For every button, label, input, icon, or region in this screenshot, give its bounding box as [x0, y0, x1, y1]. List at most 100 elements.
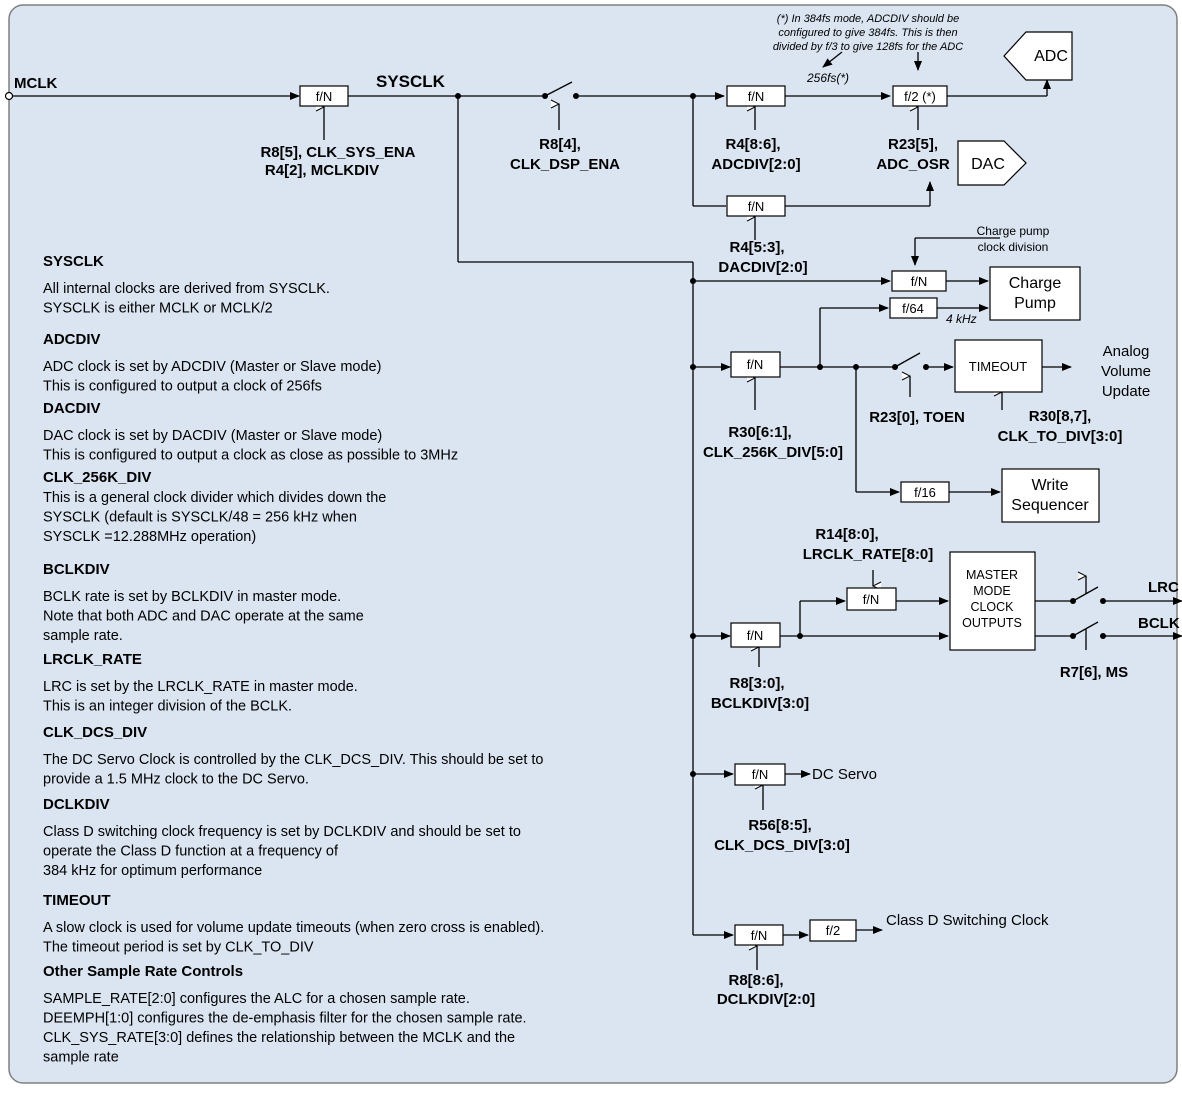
svg-text:ADCDIV[2:0]: ADCDIV[2:0] — [711, 156, 800, 173]
svg-text:Volume: Volume — [1101, 363, 1151, 380]
bclk-label: BCLK — [1138, 615, 1180, 632]
svg-text:ADC_OSR: ADC_OSR — [876, 156, 950, 173]
description-title: SYSCLK — [43, 253, 104, 270]
description-line: SAMPLE_RATE[2:0] configures the ALC for … — [43, 991, 470, 1007]
description-line: A slow clock is used for volume update t… — [43, 920, 544, 936]
description-title: DCLKDIV — [43, 796, 110, 813]
description-line: All internal clocks are derived from SYS… — [43, 281, 330, 297]
svg-text:f/N: f/N — [748, 199, 765, 214]
mclk-divider: f/N — [300, 86, 348, 106]
svg-text:f/N: f/N — [747, 628, 764, 643]
svg-text:Charge: Charge — [1009, 275, 1062, 292]
svg-text:f/N: f/N — [316, 89, 333, 104]
description-line: The timeout period is set by CLK_TO_DIV — [43, 940, 314, 956]
svg-text:configured to give 384fs. This: configured to give 384fs. This is then — [778, 27, 957, 39]
description-line: sample rate — [43, 1050, 119, 1066]
class-d-f2-divider: f/2 — [810, 920, 856, 941]
master-mode-block: MASTER MODE CLOCK OUTPUTS — [950, 552, 1035, 650]
register-label-ms: R7[6], MS — [1060, 664, 1128, 681]
svg-text:(*) In 384fs mode, ADCDIV shou: (*) In 384fs mode, ADCDIV should be — [777, 13, 959, 25]
description-line: SYSCLK =12.288MHz operation) — [43, 529, 256, 545]
svg-text:DAC: DAC — [971, 156, 1005, 173]
svg-text:LRCLK_RATE[8:0]: LRCLK_RATE[8:0] — [803, 546, 934, 563]
description-line: The DC Servo Clock is controlled by the … — [43, 752, 544, 768]
svg-text:Pump: Pump — [1014, 295, 1056, 312]
svg-text:f/16: f/16 — [914, 485, 936, 500]
svg-text:R30[6:1],: R30[6:1], — [728, 424, 791, 441]
charge-pump-divider: f/N — [892, 271, 946, 291]
svg-text:R8[8:6],: R8[8:6], — [728, 972, 783, 989]
dac-divider: f/N — [727, 196, 785, 216]
description-line: This is an integer division of the BCLK. — [43, 699, 292, 715]
khz4-note: 4 kHz — [946, 312, 977, 326]
svg-text:R56[8:5],: R56[8:5], — [748, 817, 811, 834]
svg-text:TIMEOUT: TIMEOUT — [969, 359, 1028, 374]
adc-osr-divider: f/2 (*) — [893, 86, 947, 106]
description-line: operate the Class D function at a freque… — [43, 844, 339, 860]
svg-text:f/N: f/N — [747, 357, 764, 372]
svg-text:Write: Write — [1031, 477, 1068, 494]
description-line: ADC clock is set by ADCDIV (Master or Sl… — [43, 359, 381, 375]
description-title: CLK_DCS_DIV — [43, 724, 147, 741]
lrclk-divider: f/N — [847, 588, 896, 610]
description-line: This is a general clock divider which di… — [43, 490, 386, 506]
description-title: BCLKDIV — [43, 561, 110, 578]
description-line: 384 kHz for optimum performance — [43, 863, 262, 879]
description-line: SYSCLK is either MCLK or MCLK/2 — [43, 301, 273, 317]
svg-text:R8[3:0],: R8[3:0], — [729, 675, 784, 692]
svg-text:CLK_DCS_DIV[3:0]: CLK_DCS_DIV[3:0] — [714, 837, 850, 854]
svg-text:MASTER: MASTER — [966, 568, 1018, 582]
svg-text:R4[2], MCLKDIV: R4[2], MCLKDIV — [265, 162, 379, 179]
register-label-toen: R23[0], TOEN — [869, 409, 965, 426]
description-line: DAC clock is set by DACDIV (Master or Sl… — [43, 428, 382, 444]
sysclk-label: SYSCLK — [376, 72, 446, 91]
svg-text:R8[4],: R8[4], — [539, 136, 581, 153]
description-title: LRCLK_RATE — [43, 651, 142, 668]
svg-text:CLK_DSP_ENA: CLK_DSP_ENA — [510, 156, 620, 173]
svg-text:f/N: f/N — [748, 89, 765, 104]
svg-text:f/N: f/N — [752, 767, 769, 782]
analog-volume-update-label: Analog Volume Update — [1101, 343, 1151, 400]
lrc-label: LRC — [1148, 579, 1179, 596]
description-title: ADCDIV — [43, 331, 101, 348]
description-line: DEEMPH[1:0] configures the de-emphasis f… — [43, 1011, 527, 1027]
charge-pump-block: Charge Pump — [990, 267, 1080, 320]
svg-text:DCLKDIV[2:0]: DCLKDIV[2:0] — [717, 991, 815, 1008]
description-line: provide a 1.5 MHz clock to the DC Servo. — [43, 772, 309, 788]
dcs-divider: f/N — [735, 764, 785, 785]
description-line: Class D switching clock frequency is set… — [43, 824, 521, 840]
svg-text:Update: Update — [1102, 383, 1150, 400]
fs256-note: 256fs(*) — [806, 71, 849, 85]
timeout-block: TIMEOUT — [955, 340, 1042, 392]
description-title: DACDIV — [43, 400, 101, 417]
svg-text:f/64: f/64 — [902, 301, 924, 316]
dclk-divider: f/N — [735, 925, 783, 945]
svg-text:CLK_TO_DIV[3:0]: CLK_TO_DIV[3:0] — [998, 428, 1123, 445]
svg-text:Charge pump: Charge pump — [977, 224, 1050, 238]
svg-text:R30[8,7],: R30[8,7], — [1029, 408, 1092, 425]
svg-text:divided by f/3 to give 128fs f: divided by f/3 to give 128fs for the ADC — [773, 41, 963, 53]
svg-text:R14[8:0],: R14[8:0], — [815, 526, 878, 543]
svg-text:f/2 (*): f/2 (*) — [904, 89, 936, 104]
description-title: Other Sample Rate Controls — [43, 963, 243, 980]
svg-text:CLOCK: CLOCK — [970, 600, 1014, 614]
svg-text:clock division: clock division — [978, 240, 1049, 254]
description-line: SYSCLK (default is SYSCLK/48 = 256 kHz w… — [43, 510, 357, 526]
svg-text:R4[5:3],: R4[5:3], — [729, 239, 784, 256]
description-title: TIMEOUT — [43, 892, 111, 909]
svg-text:R23[5],: R23[5], — [888, 136, 938, 153]
class-d-clock-label: Class D Switching Clock — [886, 912, 1049, 929]
f16-divider: f/16 — [901, 482, 949, 502]
description-title: CLK_256K_DIV — [43, 469, 151, 486]
description-line: Note that both ADC and DAC operate at th… — [43, 609, 364, 625]
description-line: This is configured to output a clock of … — [43, 379, 322, 395]
description-line: CLK_SYS_RATE[3:0] defines the relationsh… — [43, 1030, 515, 1046]
description-line: BCLK rate is set by BCLKDIV in master mo… — [43, 589, 341, 605]
svg-text:Sequencer: Sequencer — [1011, 497, 1089, 514]
f64-divider: f/64 — [890, 298, 937, 318]
svg-text:DACDIV[2:0]: DACDIV[2:0] — [718, 259, 807, 276]
mclk-input-terminal — [6, 93, 13, 100]
svg-text:f/N: f/N — [911, 274, 928, 289]
bclk-divider: f/N — [731, 623, 780, 647]
